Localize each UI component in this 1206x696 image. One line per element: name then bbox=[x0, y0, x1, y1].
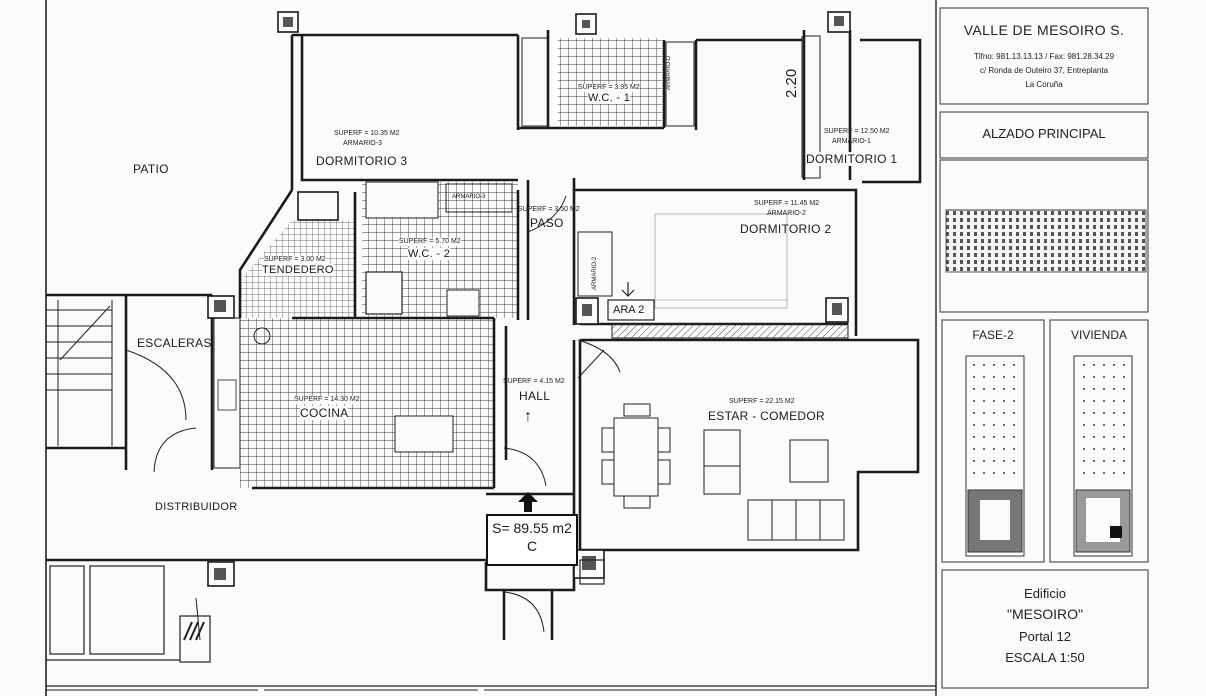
fase-label: FASE-2 bbox=[972, 328, 1014, 342]
door-swings bbox=[125, 195, 621, 641]
paso-surface: SUPERF = 3.50 M2 bbox=[518, 206, 580, 213]
wc1-surface: SUPERF = 3.95 M2 bbox=[578, 84, 640, 92]
wc1-tiles bbox=[558, 38, 662, 126]
cocina-tiles bbox=[240, 318, 493, 488]
estar-surface: SUPERF = 22.15 M2 bbox=[729, 398, 795, 405]
elevation-title: ALZADO PRINCIPAL bbox=[982, 126, 1106, 141]
room-dormitorio1-label: DORMITORIO 1 bbox=[806, 152, 898, 166]
room-distribuidor-label: DISTRIBUIDOR bbox=[155, 501, 238, 513]
vivienda-label: VIVIENDA bbox=[1070, 328, 1127, 342]
total-surface-box: S= 89.55 m2 C bbox=[486, 514, 578, 566]
room-dormitorio2-label: DORMITORIO 2 bbox=[740, 222, 832, 236]
tendedero-surface: SUPERF = 3.00 M2 bbox=[264, 256, 326, 264]
dormitorio2-armario: ARMARIO-2 bbox=[767, 210, 806, 217]
room-wc2-label: W.C. - 2 bbox=[408, 248, 451, 260]
company-address: c/ Ronda de Outeiro 37, Entreplanta bbox=[979, 66, 1109, 75]
hall-surface: SUPERF = 4.15 M2 bbox=[503, 378, 565, 385]
room-escaleras-label: ESCALERAS bbox=[137, 336, 212, 350]
facade-elevation bbox=[945, 209, 1147, 273]
room-dormitorio3-label: DORMITORIO 3 bbox=[316, 154, 408, 168]
hand-note: ARA 2 bbox=[613, 304, 645, 316]
total-surface-value: S= 89.55 m2 bbox=[492, 520, 572, 536]
armario2-small-label: ARMARIO-2 bbox=[592, 256, 598, 290]
company-city: La Coruña bbox=[1025, 80, 1063, 89]
room-paso-label: PASO bbox=[530, 216, 564, 230]
room-estar-label: ESTAR - COMEDOR bbox=[708, 409, 825, 423]
armario-d-label: ARMARIO-D bbox=[666, 55, 672, 90]
room-hall-label: HALL bbox=[519, 389, 551, 403]
room-wc1-label: W.C. - 1 bbox=[588, 92, 631, 104]
dormitorio3-armario: ARMARIO-3 bbox=[343, 140, 382, 147]
scale-label: ESCALA 1:50 bbox=[1005, 650, 1085, 665]
cocina-surface: SUPERF = 14.30 M2 bbox=[294, 396, 360, 404]
company-phone: Tlfno: 981.13.13.13 / Fax: 981.28.34.29 bbox=[973, 52, 1115, 61]
building-label: Edificio bbox=[1024, 586, 1066, 601]
hall-arrow: ↑ bbox=[524, 408, 532, 425]
height-note: 2.20 bbox=[783, 68, 800, 98]
room-tendedero-label: TENDEDERO bbox=[262, 264, 334, 276]
dormitorio3-surface: SUPERF = 10.35 M2 bbox=[334, 130, 400, 137]
wc2-surface: SUPERF = 5.70 M2 bbox=[399, 238, 461, 246]
company-name: VALLE DE MESOIRO S. bbox=[963, 22, 1125, 38]
estar-furniture bbox=[601, 403, 845, 541]
unit-letter: C bbox=[526, 538, 538, 554]
portal-label: Portal 12 bbox=[1018, 629, 1072, 644]
title-block-frames bbox=[939, 7, 1149, 689]
dormitorio1-armario: ARMARIO-1 bbox=[832, 138, 871, 145]
room-patio-label: PATIO bbox=[133, 162, 169, 176]
armario3-small-label: ARMARIO-3 bbox=[452, 194, 486, 200]
dormitorio2-surface: SUPERF = 11.45 M2 bbox=[754, 200, 820, 207]
building-name: "MESOIRO" bbox=[1006, 606, 1084, 622]
dormitorio1-surface: SUPERF = 12.50 M2 bbox=[824, 128, 890, 135]
room-cocina-label: COCINA bbox=[300, 406, 349, 420]
